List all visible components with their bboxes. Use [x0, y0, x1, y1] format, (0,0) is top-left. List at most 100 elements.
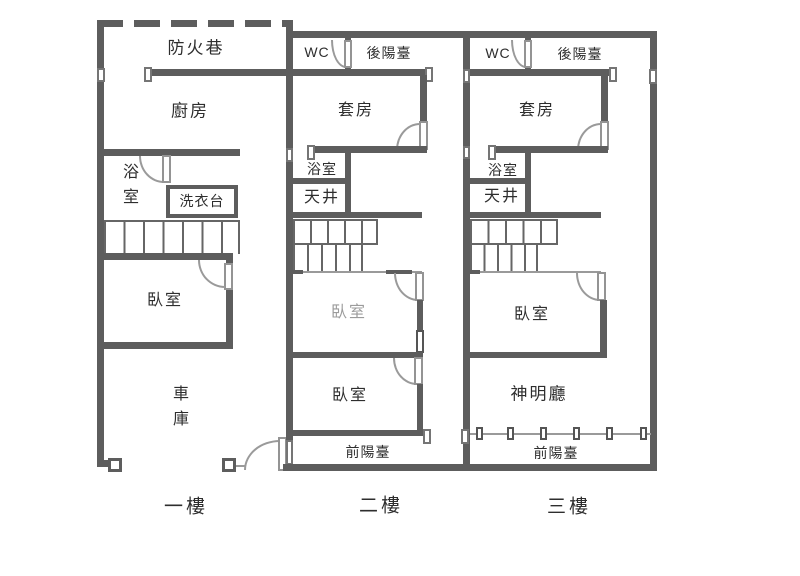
room-label-bathroom-f1: 浴室	[122, 164, 139, 206]
wall-between-bedrooms-f2	[286, 352, 423, 358]
door-jamb-marker	[144, 67, 152, 82]
wall-bedroom-f1-right-a	[226, 253, 233, 266]
floor-label-1f: 一樓	[163, 496, 209, 518]
wall-bedroom-f1-top	[97, 253, 233, 260]
door-leaf-wc-f2	[344, 40, 352, 68]
room-label-garage: 車庫	[172, 386, 189, 428]
wall-lightwell-f3-right	[525, 152, 531, 218]
door-leaf-bedroom-lower-f2	[414, 357, 423, 385]
stairs-f2-upper	[293, 219, 378, 245]
stairs-f1	[104, 220, 240, 254]
wall-below-kitchen	[97, 149, 240, 156]
window-slot-marker	[463, 146, 470, 159]
door-jamb-marker	[609, 67, 617, 82]
door-arc-garage	[244, 440, 280, 470]
wall-top-f2-f3	[286, 31, 657, 38]
wall-below-lightwell-f3	[463, 212, 601, 218]
door-jamb-marker	[307, 145, 315, 160]
wall-bedroom-f1-right-b	[226, 290, 233, 348]
room-label-suite-f2: 套房	[337, 102, 375, 119]
room-label-bedroom-upper-f2: 臥室	[330, 304, 368, 321]
room-label-suite-f3: 套房	[518, 102, 556, 119]
room-label-bedroom-f3: 臥室	[513, 306, 551, 323]
landing-mark	[293, 270, 303, 274]
room-label-wc-f3: WC	[485, 45, 511, 61]
landing-mark	[470, 270, 480, 274]
wall-below-bathroom-f2	[286, 178, 351, 184]
room-label-lightwell-f2: 天井	[303, 189, 341, 206]
stair-landing-line-f3	[470, 271, 601, 273]
door-leaf-bedroom-f1	[224, 263, 233, 290]
floor-label-3f: 三樓	[546, 496, 592, 518]
door-jamb-marker	[649, 69, 657, 84]
wall-suite-f2-right	[420, 75, 427, 122]
room-label-lightwell-f3: 天井	[483, 188, 521, 205]
door-jamb-marker	[488, 145, 496, 160]
room-label-laundry: 洗衣台	[179, 193, 225, 209]
column-marker	[222, 458, 236, 472]
wall-bedroom-f3-right	[600, 300, 607, 353]
room-label-bathroom-f2: 浴室	[307, 161, 337, 177]
column-marker	[108, 458, 122, 472]
wall-f1-left-foot	[97, 460, 111, 467]
wall-below-suite-f3	[494, 146, 608, 153]
wall-f1-left	[97, 20, 104, 466]
stairs-f3-lower	[470, 245, 538, 271]
railing-window-marker	[640, 427, 647, 440]
wall-above-front-balcony-f2	[286, 430, 426, 436]
room-label-rear-balcony-f2: 後陽臺	[366, 45, 412, 61]
room-label-wc-f2: WC	[304, 44, 330, 60]
stair-landing-line-f2	[293, 271, 422, 273]
wall-below-lightwell-f2	[286, 212, 422, 218]
door-arc-bedroom-f1	[198, 260, 225, 288]
garage-door-sill	[236, 465, 246, 467]
room-label-shrine-hall: 神明廳	[510, 384, 568, 404]
wall-f3-right	[650, 31, 657, 471]
wall-bottom-f2-f3	[283, 464, 657, 471]
door-jamb-marker	[425, 67, 433, 82]
window-slot-marker	[286, 440, 293, 465]
wall-bedroom-lower-f2-right	[417, 384, 423, 432]
door-leaf-bathroom-f1	[162, 155, 171, 183]
door-jamb-marker	[423, 429, 431, 444]
room-label-bedroom-lower-f2: 臥室	[331, 387, 369, 404]
wall-below-rear-balcony-f3	[470, 69, 612, 76]
wall-shared-f1-f2	[286, 20, 293, 471]
wall-firelane-dashed	[97, 20, 288, 27]
room-label-bedroom-f1: 臥室	[146, 292, 184, 309]
room-label-rear-balcony-f3: 後陽臺	[557, 46, 603, 62]
room-label-front-balcony-f2: 前陽臺	[345, 444, 391, 460]
wall-below-bedroom-f3	[470, 352, 607, 358]
wall-below-rear-balcony-f2	[293, 69, 428, 76]
wall-bedroom-upper-f2-right	[417, 300, 423, 330]
wall-lightwell-f2-right	[345, 152, 351, 218]
room-label-bathroom-f3: 浴室	[488, 162, 518, 178]
stairs-f3-upper	[470, 219, 558, 245]
laundry-counter-box	[166, 185, 238, 218]
room-label-front-balcony-f3: 前陽臺	[533, 445, 579, 461]
railing-window-marker	[573, 427, 580, 440]
stairs-f2-lower	[293, 245, 363, 271]
door-leaf-wc-f3	[524, 40, 532, 68]
door-leaf-bedroom-upper-f2	[415, 272, 424, 301]
floor-label-2f: 二樓	[358, 495, 404, 517]
railing-window-marker	[606, 427, 613, 440]
railing-window-marker	[476, 427, 483, 440]
door-leaf-bedroom-f3	[597, 272, 606, 301]
window-marker	[416, 330, 424, 353]
balcony-railing-f3	[470, 433, 651, 435]
door-jamb-marker	[97, 68, 105, 82]
room-label-fire-lane: 防火巷	[167, 38, 225, 58]
door-arc-bathroom-f1	[139, 156, 164, 183]
wall-below-bathroom-f3	[463, 178, 531, 184]
wall-f3-left	[463, 38, 470, 464]
wall-below-suite-f2	[313, 146, 427, 153]
wall-bedroom-f1-bottom	[97, 342, 233, 349]
landing-mark	[386, 270, 412, 274]
room-label-kitchen: 廚房	[171, 101, 209, 121]
door-jamb-marker	[461, 429, 469, 444]
wall-suite-f3-right	[601, 75, 608, 122]
wall-below-firelane	[152, 69, 288, 76]
window-slot-marker	[286, 148, 293, 162]
